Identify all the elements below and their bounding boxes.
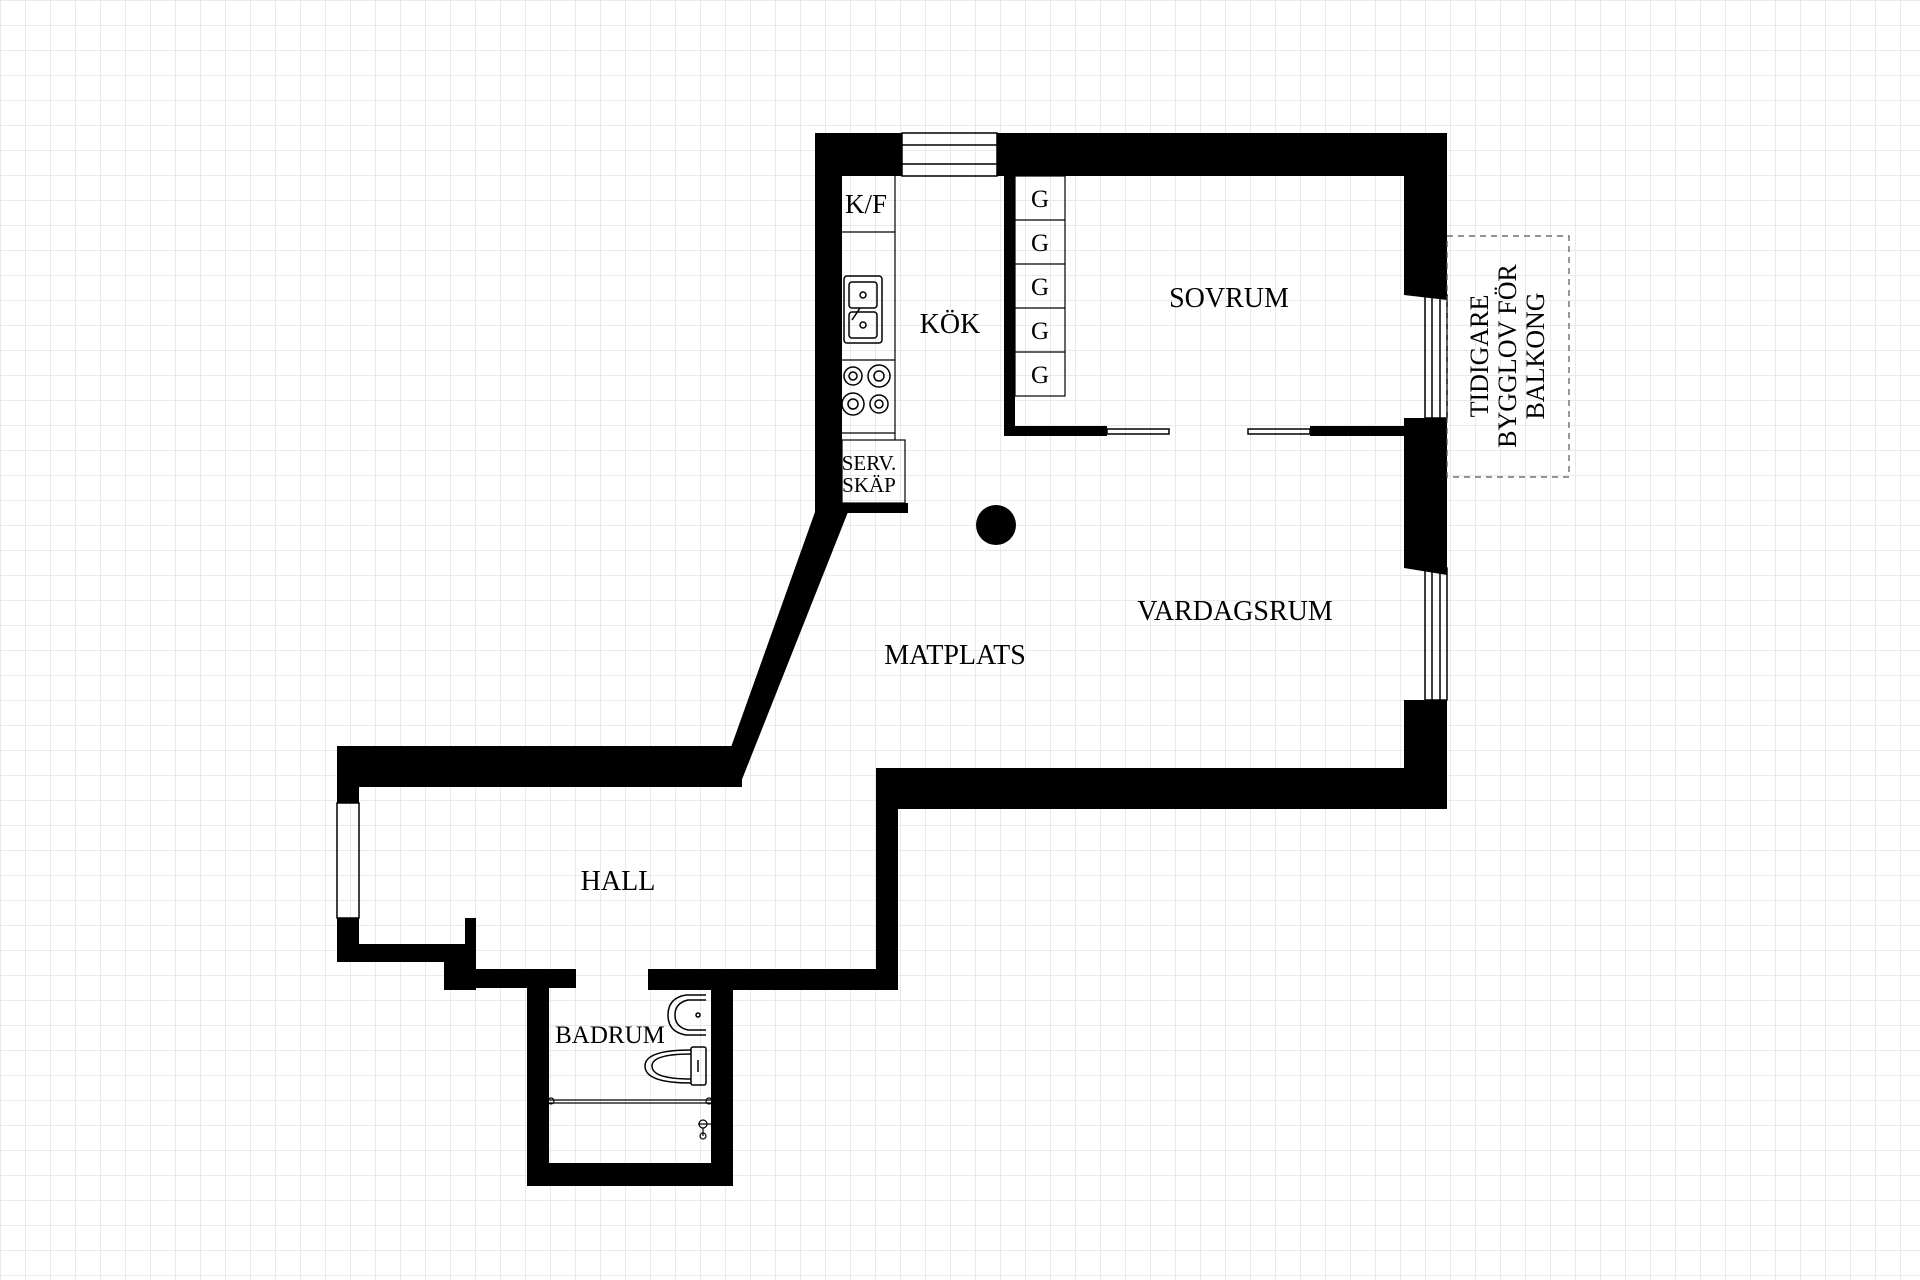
room-label-bedroom: SOVRUM [1169, 283, 1289, 314]
washbasin-icon [667, 994, 706, 1036]
sliding-doors [1106, 428, 1311, 435]
wardrobe-label: G [1031, 274, 1049, 301]
wall-bath-left [527, 980, 549, 1186]
room-label-hall: HALL [581, 866, 656, 897]
balcony-note-line-2: BYGGLOV FÖR [1493, 263, 1522, 447]
entrance-opening [336, 802, 360, 919]
toilet-icon [644, 1046, 707, 1086]
wall-living-bottom [876, 768, 1447, 809]
wardrobes: G G G G G [1014, 175, 1066, 397]
kitchen-counter [841, 176, 906, 504]
shower [547, 1097, 713, 1140]
service-cabinet-label-1: SERV. [842, 451, 897, 475]
wall-bedroom-bottom-left [1004, 426, 1107, 436]
wall-diagonal [730, 512, 848, 787]
wardrobe-label: G [1031, 186, 1049, 213]
wardrobe-label: G [1031, 318, 1049, 345]
wardrobe-label: G [1031, 362, 1049, 389]
wall-hall-bottom-mid [444, 969, 576, 988]
wall-right-3 [1404, 700, 1447, 809]
balcony-note-line-1: TIDIGARE [1465, 295, 1494, 418]
balcony-note-line-3: BALKONG [1521, 292, 1550, 419]
wall-bedroom-bottom-right [1310, 426, 1404, 436]
room-label-kitchen: KÖK [920, 309, 981, 340]
fridge-freezer-label: K/F [845, 189, 887, 219]
service-cabinet-label-2: SKÄP [842, 473, 896, 497]
balcony-outline [1446, 235, 1570, 478]
wall-bedroom-left [1004, 176, 1015, 436]
wardrobe-outline [1014, 175, 1066, 397]
wall-right-1 [1404, 133, 1447, 263]
wall-right-2 [1404, 418, 1447, 568]
wall-hall-top [337, 746, 742, 787]
windows [336, 132, 1448, 919]
column [976, 505, 1016, 545]
room-label-bathroom: BADRUM [555, 1022, 665, 1049]
wall-right-1-taper [1404, 263, 1447, 300]
wall-kitchen-bottom [815, 503, 908, 513]
wall-bath-bottom [527, 1163, 733, 1186]
wall-hall-left-top [337, 746, 359, 803]
wardrobe-label: G [1031, 230, 1049, 257]
wall-bath-right [711, 980, 733, 1186]
wall-top-right [997, 133, 1447, 176]
room-label-living: VARDAGSRUM [1137, 596, 1333, 627]
wall-hall-bottom-right [648, 969, 890, 990]
sink-icon [843, 275, 883, 344]
wall-hall-bottom-left [337, 944, 476, 962]
wall-kitchen-left [815, 133, 842, 515]
balcony-note: TIDIGARE BYGGLOV FÖR BALKONG [1465, 263, 1550, 447]
stove-icon [841, 364, 891, 416]
window-bedroom [1424, 294, 1448, 419]
wall-hall-post [465, 918, 476, 962]
room-label-dining: MATPLATS [884, 640, 1026, 671]
wall-hall-right [876, 768, 898, 990]
window-kitchen [901, 132, 998, 177]
window-living [1424, 567, 1448, 701]
walls [337, 133, 1447, 1186]
